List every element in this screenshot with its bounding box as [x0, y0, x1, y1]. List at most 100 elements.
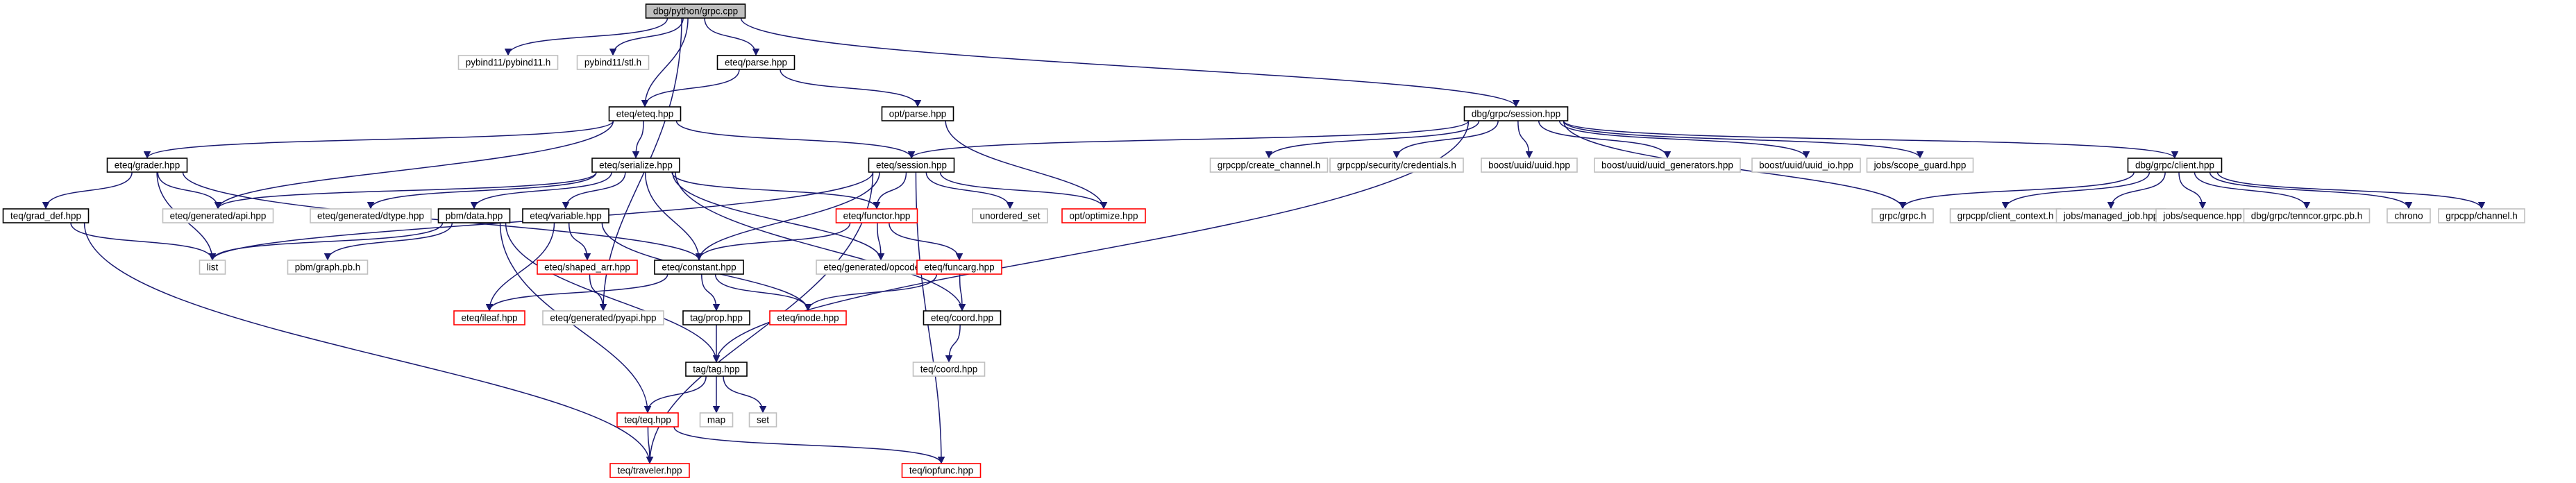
edge-shaped_arr-to-pyapi — [589, 273, 607, 312]
node-variable[interactable]: eteq/variable.hpp — [522, 208, 609, 223]
edge-tag_tag-to-set — [723, 375, 767, 414]
node-unordered-set: unordered_set — [972, 208, 1048, 223]
node-box — [699, 412, 734, 427]
node-box — [1329, 158, 1464, 173]
node-sequence: jobs/sequence.hpp — [2155, 208, 2250, 223]
edge-teq_teq-to-iopfunc — [673, 426, 945, 464]
node-grpc-cpp[interactable]: dbg/python/grpc.cpp — [645, 3, 746, 19]
node-label: grpc/grpc.h — [1879, 211, 1926, 221]
node-tag-prop[interactable]: tag/prop.hpp — [682, 310, 750, 325]
node-label: grpcpp/client_context.h — [1958, 211, 2054, 221]
node-grad-def[interactable]: teq/grad_def.hpp — [2, 208, 90, 223]
node-label: eteq/eteq.hpp — [616, 109, 674, 119]
edge-client-to-client_context — [2001, 171, 2150, 210]
edge-layer — [42, 17, 2486, 464]
node-constant[interactable]: eteq/constant.hpp — [654, 260, 744, 275]
node-label: jobs/scope_guard.hpp — [1874, 160, 1967, 171]
edge-functor-to-constant — [695, 222, 851, 261]
node-box — [1209, 158, 1329, 173]
edge-grpc_cpp-to-eteq_parse — [704, 17, 760, 56]
node-label: map — [707, 415, 725, 425]
node-session-grpc[interactable]: dbg/grpc/session.hpp — [1463, 106, 1569, 121]
node-box — [457, 55, 559, 70]
node-uuid-gen: boost/uuid/uuid_generators.hpp — [1594, 158, 1741, 173]
node-label: boost/uuid/uuid_generators.hpp — [1601, 160, 1733, 171]
node-opt-parse[interactable]: opt/parse.hpp — [881, 106, 954, 121]
edge-serialize-to-api — [214, 171, 597, 210]
node-box — [1463, 106, 1569, 121]
node-label: eteq/session.hpp — [876, 160, 947, 171]
node-inode[interactable]: eteq/inode.hpp — [769, 310, 847, 325]
node-client[interactable]: dbg/grpc/client.hpp — [2127, 158, 2223, 173]
node-box — [1061, 208, 1146, 223]
node-label: eteq/funcarg.hpp — [924, 262, 994, 273]
node-box — [162, 208, 274, 223]
node-box — [591, 158, 680, 173]
node-iopfunc[interactable]: teq/iopfunc.hpp — [901, 463, 982, 478]
node-create-channel: grpcpp/create_channel.h — [1209, 158, 1329, 173]
node-uuid-io: boost/uuid/uuid_io.hpp — [1751, 158, 1861, 173]
node-eteq-parse[interactable]: eteq/parse.hpp — [716, 55, 795, 70]
node-api: eteq/generated/api.hpp — [162, 208, 274, 223]
node-box — [616, 412, 679, 427]
edge-grad_def-to-traveler — [83, 222, 654, 464]
edge-client-to-sequence — [2178, 171, 2207, 210]
edge-grader-to-api — [157, 171, 222, 210]
edge-eteq_hpp-to-eteq_session — [675, 120, 916, 159]
edge-functor-to-funcarg — [889, 222, 963, 261]
node-shaped-arr[interactable]: eteq/shaped_arr.hpp — [537, 260, 638, 275]
node-functor[interactable]: eteq/functor.hpp — [835, 208, 918, 223]
node-list: list — [199, 260, 226, 275]
edge-constant-to-ileaf — [485, 273, 668, 312]
node-scope-guard: jobs/scope_guard.hpp — [1866, 158, 1974, 173]
node-serialize[interactable]: eteq/serialize.hpp — [591, 158, 680, 173]
edge-client-to-grpc_channel — [2216, 171, 2486, 210]
node-box — [1866, 158, 1974, 173]
node-grader[interactable]: eteq/grader.hpp — [106, 158, 188, 173]
node-ileaf[interactable]: eteq/ileaf.hpp — [453, 310, 525, 325]
node-label: teq/iopfunc.hpp — [909, 466, 973, 476]
node-label: pbm/data.hpp — [446, 211, 503, 221]
node-box — [287, 260, 369, 275]
edge-session_grpc-to-credentials — [1392, 120, 1499, 159]
node-label: eteq/shaped_arr.hpp — [544, 262, 630, 273]
node-tag-tag[interactable]: tag/tag.hpp — [685, 362, 748, 377]
node-label: boost/uuid/uuid_io.hpp — [1759, 160, 1853, 171]
edge-session_grpc-to-uuid — [1517, 120, 1533, 159]
node-label: eteq/generated/opcode.hpp — [823, 262, 938, 273]
node-label: eteq/constant.hpp — [662, 262, 736, 273]
node-label: boost/uuid/uuid.hpp — [1488, 160, 1570, 171]
node-label: dbg/python/grpc.cpp — [653, 6, 738, 17]
node-label: eteq/parse.hpp — [725, 58, 787, 68]
edge-session_grpc-to-scope_guard — [1563, 120, 1924, 159]
node-funcarg[interactable]: eteq/funcarg.hpp — [916, 260, 1002, 275]
node-teq-teq[interactable]: teq/teq.hpp — [616, 412, 679, 427]
node-label: jobs/managed_job.hpp — [2063, 211, 2159, 221]
node-set: set — [748, 412, 777, 427]
node-tenncor-pb: dbg/grpc/tenncor.grpc.pb.h — [2243, 208, 2371, 223]
node-box — [2386, 208, 2431, 223]
node-box — [881, 106, 954, 121]
edge-grpc_cpp-to-session_grpc — [740, 17, 1520, 108]
node-label: eteq/coord.hpp — [931, 313, 993, 323]
node-pybind11: pybind11/pybind11.h — [457, 55, 559, 70]
node-label: eteq/serialize.hpp — [599, 160, 673, 171]
edge-serialize-to-eteq_coord — [675, 171, 966, 312]
node-box — [835, 208, 918, 223]
node-eteq-coord[interactable]: eteq/coord.hpp — [923, 310, 1002, 325]
edge-constant-to-inode — [714, 273, 812, 312]
node-traveler[interactable]: teq/traveler.hpp — [609, 463, 690, 478]
node-label: eteq/functor.hpp — [843, 211, 911, 221]
node-label: dbg/grpc/session.hpp — [1472, 109, 1560, 119]
node-optimize[interactable]: opt/optimize.hpp — [1061, 208, 1146, 223]
node-chrono: chrono — [2386, 208, 2431, 223]
node-eteq-session[interactable]: eteq/session.hpp — [868, 158, 955, 173]
node-eteq-hpp[interactable]: eteq/eteq.hpp — [608, 106, 682, 121]
node-pbm-data[interactable]: pbm/data.hpp — [437, 208, 511, 223]
node-label: set — [757, 415, 769, 425]
edge-eteq_parse-to-eteq_hpp — [641, 69, 740, 108]
node-box — [2243, 208, 2371, 223]
edge-opt_parse-to-optimize — [945, 120, 1108, 210]
node-box — [645, 3, 746, 19]
